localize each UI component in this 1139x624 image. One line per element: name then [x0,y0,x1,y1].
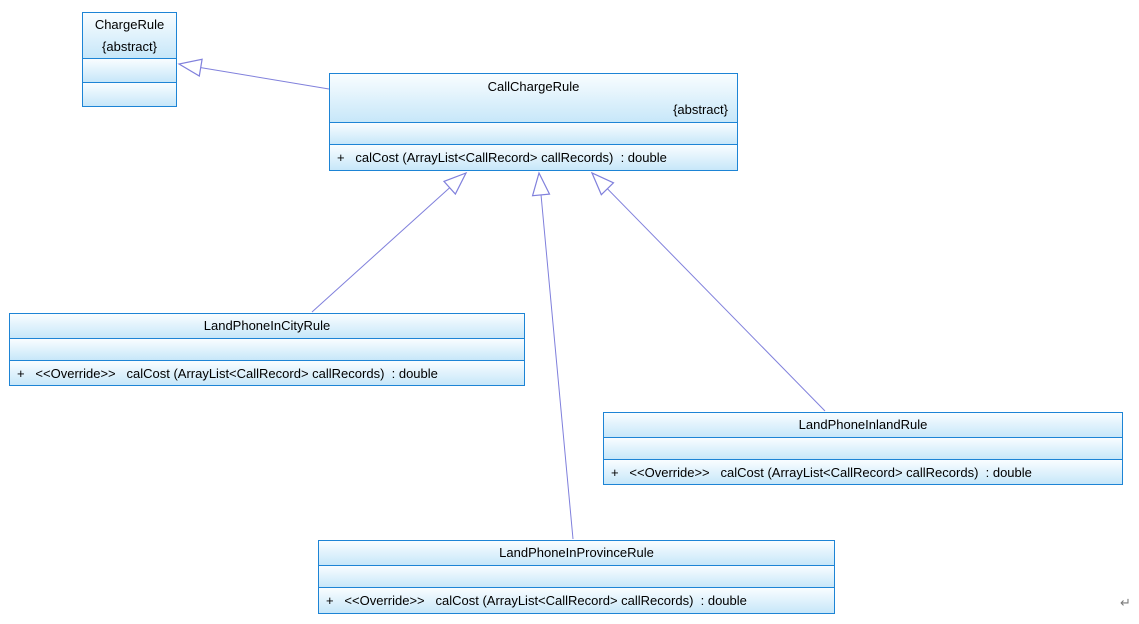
generalization-arrow-landphoneinprovincerule-to-callchargerule[interactable] [531,171,574,540]
abstract-stereotype: {abstract} [102,39,157,54]
paragraph-return-mark: ↵ [1120,595,1131,610]
class-header: LandPhoneInCityRule [10,314,524,338]
attributes-compartment [604,437,1122,459]
class-landphoneincityrule[interactable]: LandPhoneInCityRule + <<Override>> calCo… [9,313,525,386]
operations-compartment: + <<Override>> calCost (ArrayList<CallRe… [10,360,524,385]
class-landphoneinlandrule[interactable]: LandPhoneInlandRule + <<Override>> calCo… [603,412,1123,485]
attributes-compartment [10,338,524,360]
class-header: CallChargeRule {abstract} [330,74,737,122]
class-title: LandPhoneInProvinceRule [499,545,654,560]
abstract-stereotype: {abstract} [673,102,728,117]
class-title: LandPhoneInCityRule [203,318,331,333]
operations-compartment: + <<Override>> calCost (ArrayList<CallRe… [319,587,834,613]
generalization-arrow-callchargerule-to-chargerule[interactable] [177,58,330,90]
operations-compartment: + <<Override>> calCost (ArrayList<CallRe… [604,459,1122,484]
operations-compartment [83,82,176,106]
class-callchargerule[interactable]: CallChargeRule {abstract} + calCost (Arr… [329,73,738,171]
class-header: LandPhoneInProvinceRule [319,541,834,565]
class-chargerule[interactable]: ChargeRule {abstract} [82,12,177,107]
class-header: ChargeRule {abstract} [83,13,176,58]
class-title: CallChargeRule [487,79,580,94]
generalization-arrow-landphoneinlandrule-to-callchargerule[interactable] [590,171,826,412]
class-title: ChargeRule [94,17,165,32]
class-title: LandPhoneInlandRule [798,417,928,432]
class-landphoneinprovincerule[interactable]: LandPhoneInProvinceRule + <<Override>> c… [318,540,835,614]
attributes-compartment [83,58,176,82]
class-header: LandPhoneInlandRule [604,413,1122,437]
attributes-compartment [330,122,737,144]
attributes-compartment [319,565,834,587]
generalization-arrow-landphoneincityrule-to-callchargerule[interactable] [311,171,468,313]
operations-compartment: + calCost (ArrayList<CallRecord> callRec… [330,144,737,170]
